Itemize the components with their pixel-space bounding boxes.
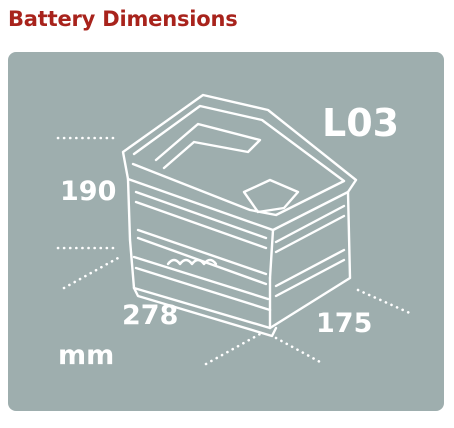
battery-outline-icon: [121, 93, 358, 338]
battery-diagram: [56, 93, 414, 366]
unit-label: mm: [58, 340, 115, 371]
width-guide-left: [274, 336, 322, 364]
length-guide-left: [62, 256, 120, 290]
length-guide-right: [204, 332, 262, 366]
width-value: 175: [316, 308, 373, 339]
width-guide-right: [356, 288, 414, 316]
battery-diagram-panel: L03 190 278 175 mm: [8, 52, 444, 411]
page-title: Battery Dimensions: [8, 7, 238, 31]
length-value: 278: [122, 300, 179, 331]
dimension-guides: [56, 136, 414, 366]
model-code: L03: [322, 101, 400, 145]
height-value: 190: [60, 176, 117, 207]
